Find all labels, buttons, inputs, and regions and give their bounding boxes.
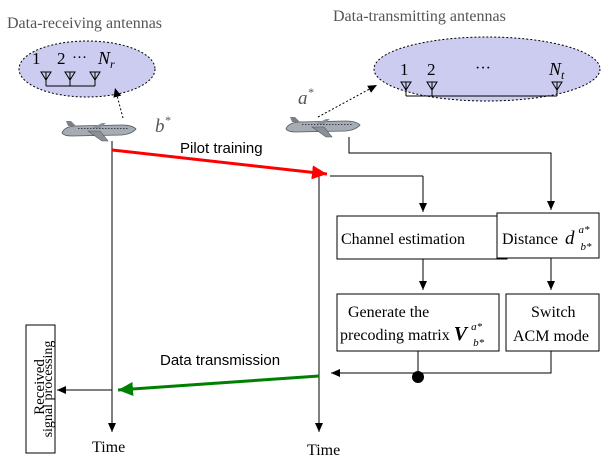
generate-line2: precoding matrix V a* b* (340, 317, 486, 349)
tx-antenna-n-label: Nt (548, 59, 565, 82)
receiver-label: b* (155, 113, 171, 137)
merge-node (412, 371, 424, 383)
precoding-matrix-box (336, 293, 500, 352)
airplane-icon (285, 116, 361, 138)
rx-antenna-dots: ··· (72, 50, 87, 66)
switch-line2: ACM mode (513, 328, 589, 345)
tx-antenna-1-label: 1 (400, 60, 409, 79)
rx-antenna-2-label: 2 (57, 49, 66, 68)
switch-line1: Switch (531, 304, 575, 321)
rx-antenna-n-label: Nr (97, 48, 115, 71)
distance-label: Distance d a* b* (502, 220, 593, 253)
pilot-training-arrow (111, 148, 328, 180)
rx-antennas-caption: Data-receiving antennas (7, 15, 162, 32)
generate-line1: Generate the (348, 304, 429, 321)
rx-antenna-ellipse (18, 40, 156, 98)
transmitter-label: a* (298, 85, 314, 109)
switch-acm-box (505, 293, 600, 352)
pilot-training-label: Pilot training (180, 140, 263, 157)
rx-antenna-1-label: 1 (32, 49, 41, 68)
data-transmission-arrow (117, 374, 320, 396)
time-label-right: Time (307, 442, 340, 459)
channel-estimation-label: Channel estimation (341, 231, 465, 248)
distance-box (496, 212, 600, 259)
tx-antenna-2-label: 2 (427, 60, 436, 79)
tx-antenna-ellipse (373, 36, 601, 102)
received-line1: Received (32, 359, 48, 415)
airplane-icon (61, 120, 137, 142)
received-line2: signal processing (41, 341, 56, 438)
data-transmission-label: Data transmission (160, 352, 280, 369)
time-label-left: Time (92, 439, 125, 456)
tx-antenna-dots: ··· (475, 60, 491, 77)
received-signal-box (25, 324, 56, 454)
tx-antennas-caption: Data-transmitting antennas (333, 8, 506, 25)
